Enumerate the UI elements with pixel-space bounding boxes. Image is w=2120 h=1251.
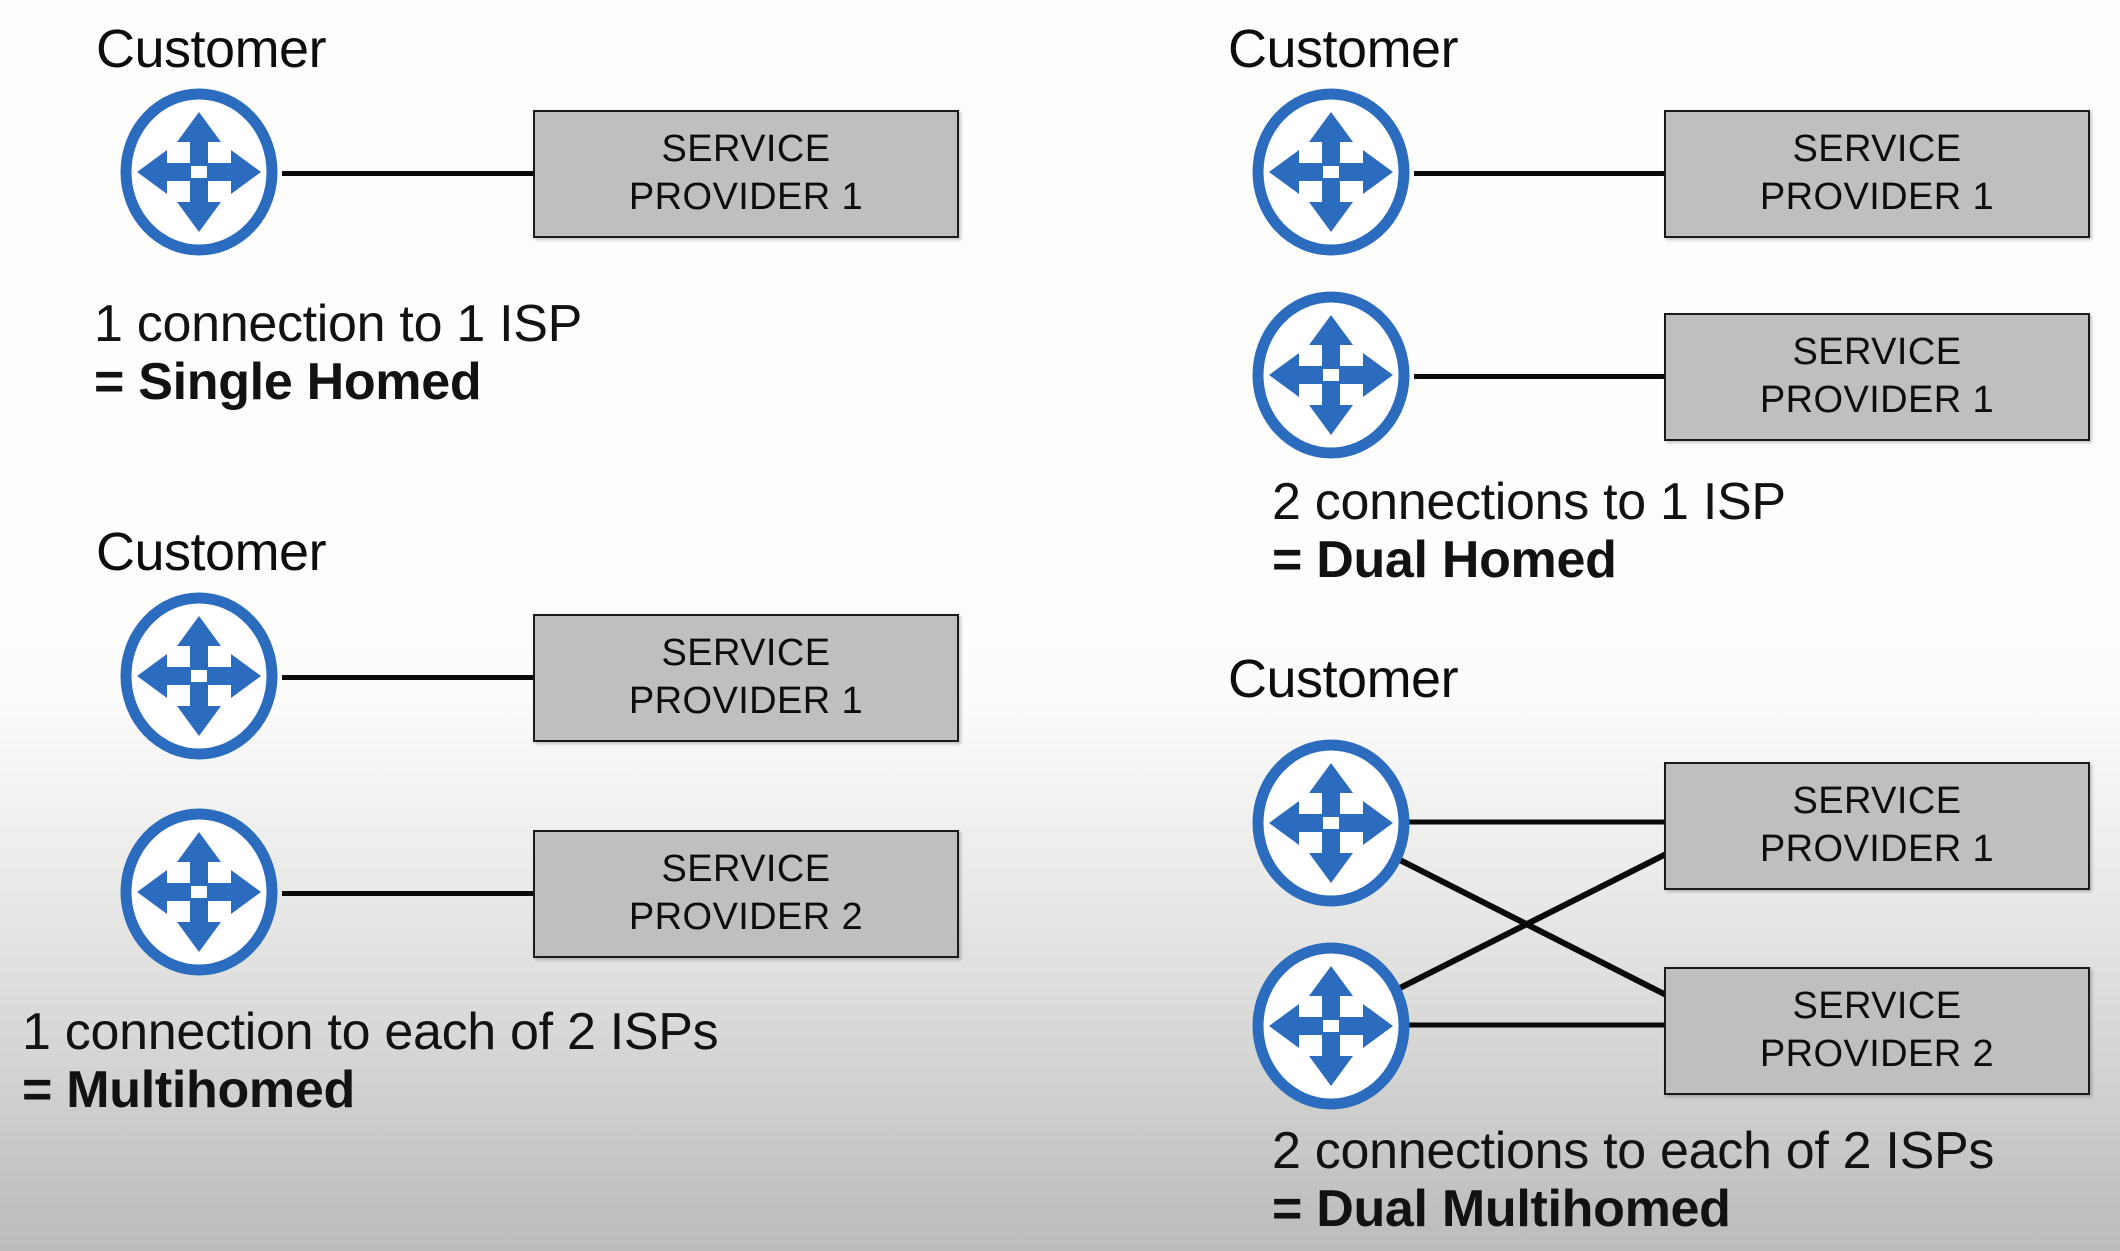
provider-line-1: SERVICE [1792,128,1962,171]
provider-line-2: PROVIDER 1 [1759,176,1995,218]
provider-line-2: PROVIDER 1 [1759,828,1995,870]
caption-line-1: 1 connection to each of 2 ISPs [22,1003,719,1061]
caption-line-1: 2 connections to each of 2 ISPs [1272,1122,1995,1180]
caption-dual-homed: 2 connections to 1 ISP = Dual Homed [1272,473,1786,589]
provider-box-sp1: SERVICE PROVIDER 1 [533,614,959,742]
provider-line-1: SERVICE [1792,331,1962,374]
provider-box-sp2: SERVICE PROVIDER 2 [1664,967,2090,1095]
caption-line-2: = Multihomed [22,1061,355,1120]
link-r2-sp1 [1394,846,1678,993]
router-icon [1247,940,1415,1112]
provider-line-1: SERVICE [661,128,831,171]
link-multihomed-r2-sp2 [282,891,534,896]
provider-line-2: PROVIDER 1 [1759,379,1995,421]
provider-line-2: PROVIDER 1 [628,176,864,218]
router-icon [115,86,283,258]
provider-box-sp2: SERVICE PROVIDER 2 [533,830,959,958]
caption-single-homed: 1 connection to 1 ISP = Single Homed [94,295,582,411]
provider-line-1: SERVICE [1792,985,1962,1028]
provider-line-1: SERVICE [661,848,831,891]
router-icon [1247,289,1415,461]
caption-line-1: 2 connections to 1 ISP [1272,473,1786,531]
caption-line-1: 1 connection to 1 ISP [94,295,583,353]
link-dual-homed-r1-sp1 [1414,171,1666,176]
provider-line-2: PROVIDER 1 [628,680,864,722]
customer-label-dual-multihomed: Customer [1228,649,1459,709]
provider-line-1: SERVICE [661,632,831,675]
provider-line-2: PROVIDER 2 [628,896,864,938]
router-icon [1247,86,1415,258]
customer-label-multihomed: Customer [96,522,327,582]
provider-line-1: SERVICE [1792,780,1962,823]
link-single-homed-r1-sp1 [282,171,534,176]
router-icon [115,806,283,978]
caption-line-2: = Single Homed [94,353,482,412]
customer-label-dual-homed: Customer [1228,19,1459,79]
link-dual-homed-r2-sp1b [1414,374,1666,379]
link-multihomed-r1-sp1 [282,675,534,680]
customer-label-single-homed: Customer [96,19,327,79]
provider-box-sp1: SERVICE PROVIDER 1 [533,110,959,238]
router-icon [1247,737,1415,909]
caption-multihomed: 1 connection to each of 2 ISPs = Multiho… [22,1003,719,1120]
link-r1-sp2 [1394,855,1678,1003]
provider-box-sp1-second: SERVICE PROVIDER 1 [1664,313,2090,441]
caption-dual-multihomed: 2 connections to each of 2 ISPs = Dual M… [1272,1122,1994,1238]
router-icon [115,590,283,762]
provider-box-sp1: SERVICE PROVIDER 1 [1664,110,2090,238]
caption-line-2: = Dual Multihomed [1272,1180,1731,1239]
caption-line-2: = Dual Homed [1272,531,1617,590]
provider-box-sp1: SERVICE PROVIDER 1 [1664,762,2090,890]
provider-line-2: PROVIDER 2 [1759,1033,1995,1075]
